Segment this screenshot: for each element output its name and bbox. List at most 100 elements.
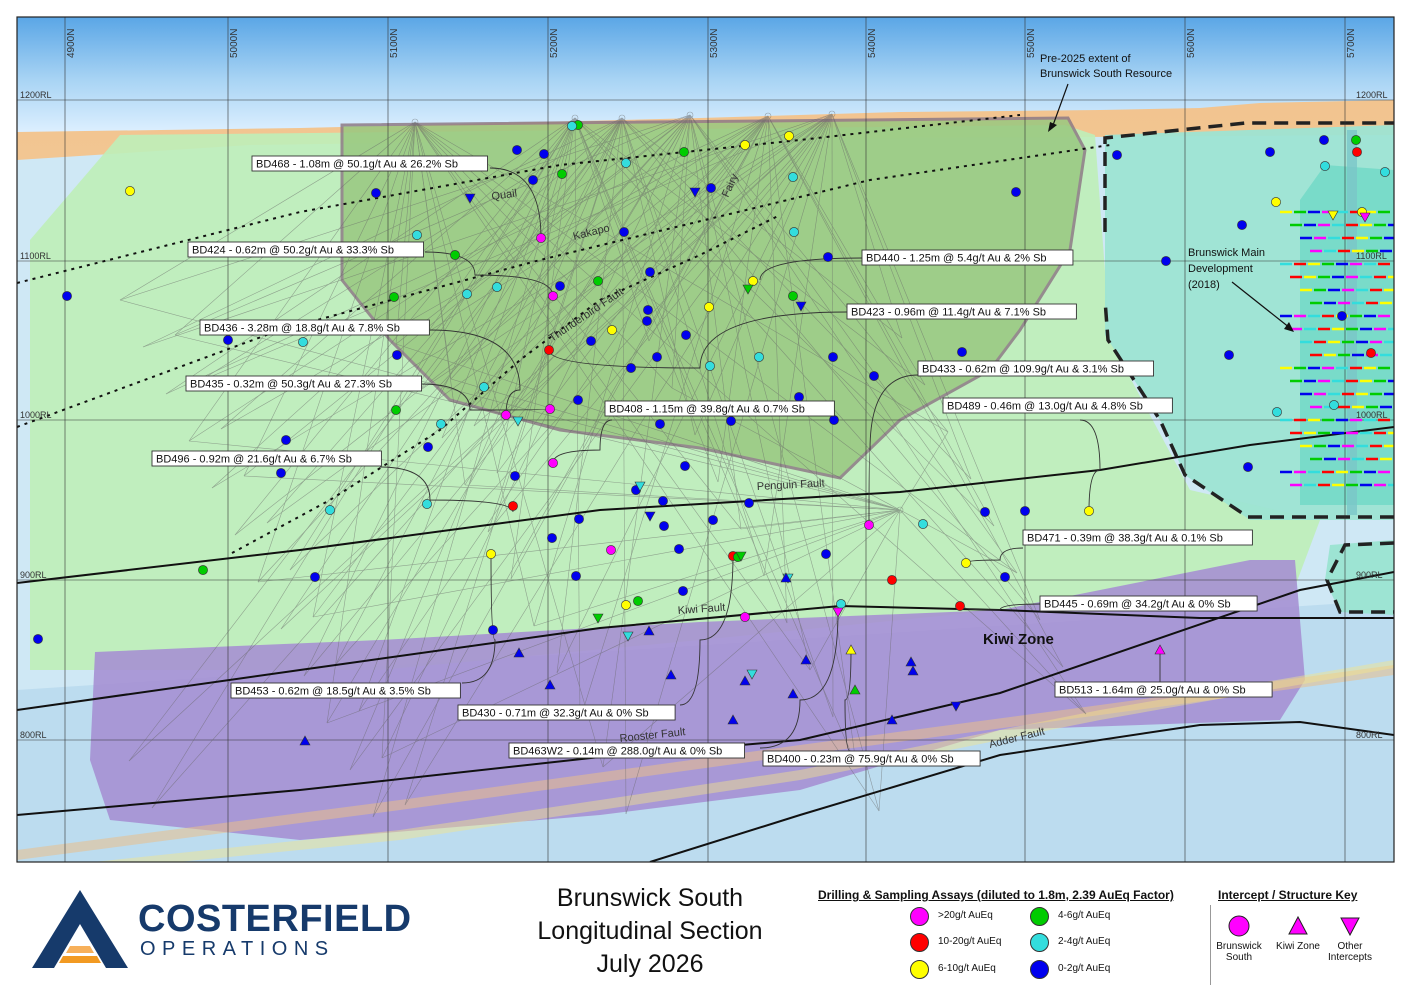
kiwi-zone-marker [1154,644,1166,655]
key-icon-triangle-up [1288,915,1308,935]
drill-collar [411,118,419,126]
kiwi-zone-marker [907,665,919,676]
other-intercept-marker [742,284,754,295]
kiwi-zone-marker [727,714,739,725]
callout-text: BD513 - 1.64m @ 25.0g/t Au & 0% Sb [1059,685,1246,697]
assay-dot-green [198,565,208,575]
intercept-callout-bd513: BD513 - 1.64m @ 25.0g/t Au & 0% Sb [1054,681,1273,698]
drillhole-trace [414,121,535,627]
rl-label-left: 1100RL [20,251,51,261]
assay-legend-title: Drilling & Sampling Assays (diluted to 1… [818,888,1174,902]
northing-label: 5400N [867,29,878,58]
key-divider [1210,905,1211,985]
assay-dot-blue [642,316,652,326]
drillhole-trace [381,121,416,759]
assay-dot-cyan [788,172,798,182]
drillhole-trace [602,509,901,768]
quail-kakapo-fault-line [17,114,1021,284]
legend-label-0: >20g/t AuEq [938,910,993,921]
drillhole-trace [621,117,765,577]
other-intercept-marker [592,613,604,624]
callout-text: BD445 - 0.69m @ 34.2g/t Au & 0% Sb [1044,599,1231,611]
drillhole-trace [441,117,576,439]
drillhole-trace [312,509,901,618]
callout-leader [552,419,613,464]
drillhole-trace [165,115,769,395]
assay-dot-blue [794,392,804,402]
callout-text: BD430 - 0.71m @ 32.3g/t Au & 0% Sb [462,708,649,720]
assay-dot-cyan [1380,167,1390,177]
drillhole-trace [211,117,623,489]
drill-collar [571,114,579,122]
drillhole-trace [574,117,581,721]
drillhole-trace [464,114,691,486]
drillhole-trace [574,117,719,483]
assay-dot-blue [62,291,72,301]
assay-dot-cyan [705,361,715,371]
drillhole-trace [464,484,901,511]
drillhole-trace [303,117,576,677]
assay-dot-magenta [545,404,555,414]
assay-dot-cyan [621,158,631,168]
callout-leader [759,257,863,281]
shaft-column [1347,130,1357,515]
drillhole-trace [142,113,833,348]
assay-dot-blue [1237,220,1247,230]
kiwi-zone-marker [544,679,556,690]
intercept-callout-bd435: BD435 - 0.32m @ 50.3g/t Au & 27.3% Sb [185,375,423,392]
other-intercept-marker [1327,210,1339,221]
callout-leader [379,466,514,513]
assay-dot-blue [658,496,668,506]
drillhole-trace [574,117,1064,668]
drillhole-trace [312,121,416,618]
callout-text: BD453 - 0.62m @ 18.5g/t Au & 3.5% Sb [235,686,431,698]
assay-dot-blue [223,335,233,345]
kiwi-zone-marker [787,688,799,699]
logo-wordmark: COSTERFIELD [138,898,412,940]
resource-note-arrowhead [1048,122,1057,132]
callout-box [185,375,423,392]
other-intercept-marker [464,193,476,204]
assay-dot-magenta [548,291,558,301]
callout-text: BD424 - 0.62m @ 50.2g/t Au & 33.3% Sb [192,245,394,257]
drillhole-trace [414,121,880,812]
drillhole-trace [128,117,623,762]
rl-label-right: 1200RL [1356,90,1388,100]
assay-dot-blue [1319,135,1329,145]
assay-dot-red [544,345,554,355]
assay-dot-yellow [1084,506,1094,516]
drillhole-trace [767,115,857,765]
drillhole-trace [767,115,1064,668]
assay-dot-blue [821,549,831,559]
map-frame [16,16,1395,863]
assay-dot-blue [555,281,565,291]
key-label-2: Other Intercepts [1328,941,1372,963]
legend-dot-5 [1030,960,1049,979]
callout-leader [461,553,496,684]
callout-box [1022,529,1253,546]
assay-dot-blue [423,442,433,452]
resource-note-line2: Brunswick South Resource [1040,68,1172,80]
callout-leader [844,649,852,752]
kiwi-zone-marker [845,644,857,655]
kiwi-zone-marker [849,684,861,695]
callout-text: BD440 - 1.25m @ 5.4g/t Au & 2% Sb [866,253,1047,265]
assay-dot-magenta [501,410,511,420]
assay-dot-red [508,501,518,511]
callout-box [230,682,461,699]
legend-dot-4 [1030,933,1049,952]
assay-dot-blue [829,415,839,425]
assay-dot-blue [33,634,43,644]
main-dev-line2: Development [1188,263,1253,275]
callout-leader [489,167,542,239]
callout-box [604,400,835,417]
callout-text: BD468 - 1.08m @ 50.1g/t Au & 26.2% Sb [256,159,458,171]
assay-dot-blue [539,149,549,159]
callout-text: BD400 - 0.23m @ 75.9g/t Au & 0% Sb [767,754,954,766]
intercept-callout-bd430: BD430 - 0.71m @ 32.3g/t Au & 0% Sb [457,704,676,721]
drillhole-trace [533,509,901,627]
assay-dot-blue [681,330,691,340]
other-intercept-marker [950,701,962,712]
callout-text: BD433 - 0.62m @ 109.9g/t Au & 3.1% Sb [922,364,1124,376]
drillhole-trace [831,113,903,339]
